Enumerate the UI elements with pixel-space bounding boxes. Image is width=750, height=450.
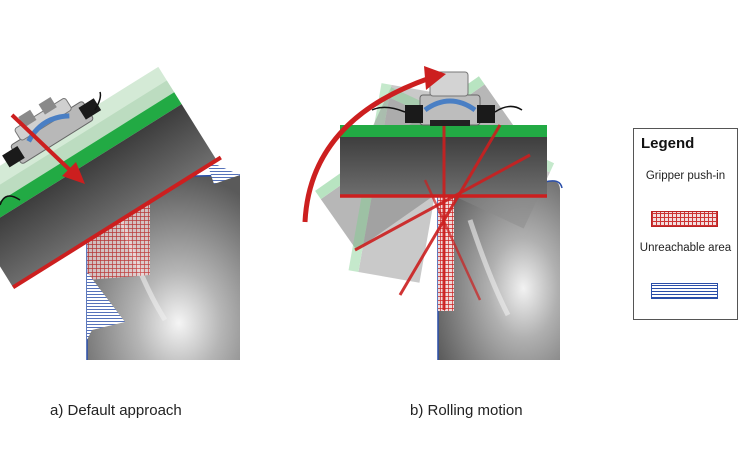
unreachable-area-a-right: [206, 160, 240, 184]
red-line-diag-2: [354, 153, 531, 252]
cable-a-2: [94, 91, 102, 111]
gripper-mechanism-b: [405, 71, 495, 126]
workpiece-surface-b: [438, 181, 560, 360]
green-plate-a: [0, 92, 182, 232]
light-plate-a-2: [0, 80, 175, 220]
panel-b-rolling-motion: [302, 66, 563, 360]
tilted-gripper-a: [0, 66, 222, 290]
legend-label-gripper-push-in: Gripper push-in: [645, 170, 726, 182]
legend-title: Legend: [641, 135, 695, 152]
gripper-mechanism-a: [2, 96, 102, 168]
rolling-arrow-curve: [302, 75, 431, 223]
cable-b-2: [494, 105, 523, 113]
red-contact-line-a: [12, 155, 222, 290]
red-line-diag-1: [398, 124, 502, 296]
panel-a-default-approach: [0, 66, 241, 360]
caption-default-approach: a) Default approach: [50, 402, 182, 419]
legend-box: Legend Gripper push-in Unreachable area: [633, 128, 738, 320]
rolling-arrow-head: [424, 66, 446, 90]
legend-swatch-unreachable-area: [651, 283, 718, 299]
gray-block-a: [0, 104, 217, 288]
surface-highlight-b: [467, 219, 511, 317]
red-line-diag-3: [423, 179, 482, 301]
approach-arrow-line: [10, 113, 74, 174]
caption-rolling-motion: b) Rolling motion: [410, 402, 523, 419]
cable-b-1: [371, 106, 406, 113]
cable-a-1: [0, 195, 21, 206]
unreachable-area-a-left: [87, 272, 125, 340]
legend-swatch-gripper-push-in: [651, 211, 718, 227]
legend-label-unreachable-area: Unreachable area: [639, 242, 732, 254]
approach-arrow-head: [62, 162, 85, 184]
